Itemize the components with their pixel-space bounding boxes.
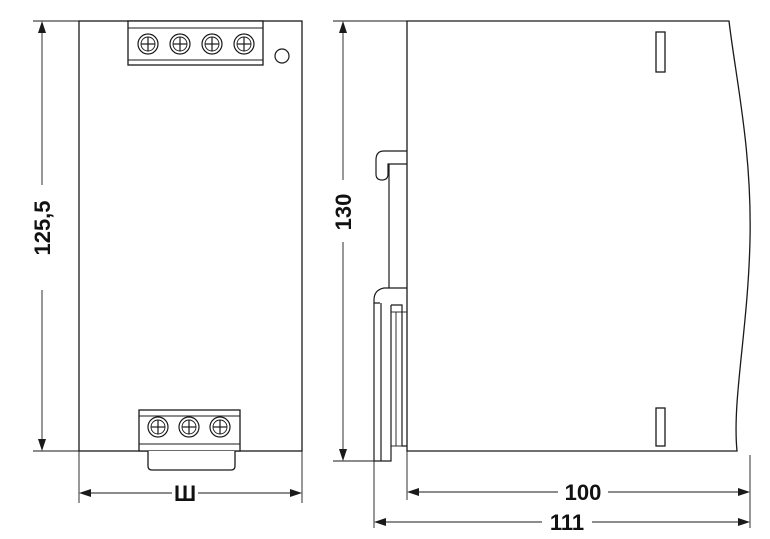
- front-width-label: Ш: [174, 481, 196, 506]
- terminal-screw-icon: [147, 416, 169, 438]
- terminal-screw-icon: [201, 33, 223, 55]
- din-rail-mount: [373, 150, 407, 462]
- terminal-screw-icon: [209, 416, 231, 438]
- side-total-depth-label: 111: [550, 510, 584, 535]
- side-view: [373, 20, 751, 462]
- front-height-label: 125,5: [30, 200, 55, 255]
- vent-slot-bottom: [655, 407, 666, 447]
- terminal-screw-icon: [169, 33, 191, 55]
- side-total-depth-dimension: 111: [373, 461, 750, 535]
- side-height-dimension: 130: [331, 20, 407, 462]
- terminal-screw-icon: [178, 416, 200, 438]
- front-width-dimension: Ш: [78, 451, 303, 506]
- status-indicator-icon: [274, 48, 290, 64]
- vent-slot-top: [655, 31, 666, 73]
- side-depth-label: 100: [565, 480, 602, 505]
- top-terminal-block: [127, 20, 264, 66]
- side-height-label: 130: [331, 194, 356, 231]
- front-height-dimension: 125,5: [30, 20, 79, 452]
- din-clip: [147, 451, 236, 471]
- front-housing: [78, 20, 303, 452]
- side-housing: [406, 20, 751, 452]
- side-depth-dimension: 100: [406, 451, 751, 528]
- bottom-terminal-block: [138, 409, 241, 452]
- terminal-screw-icon: [233, 33, 255, 55]
- front-view: [78, 20, 303, 471]
- terminal-screw-icon: [137, 33, 159, 55]
